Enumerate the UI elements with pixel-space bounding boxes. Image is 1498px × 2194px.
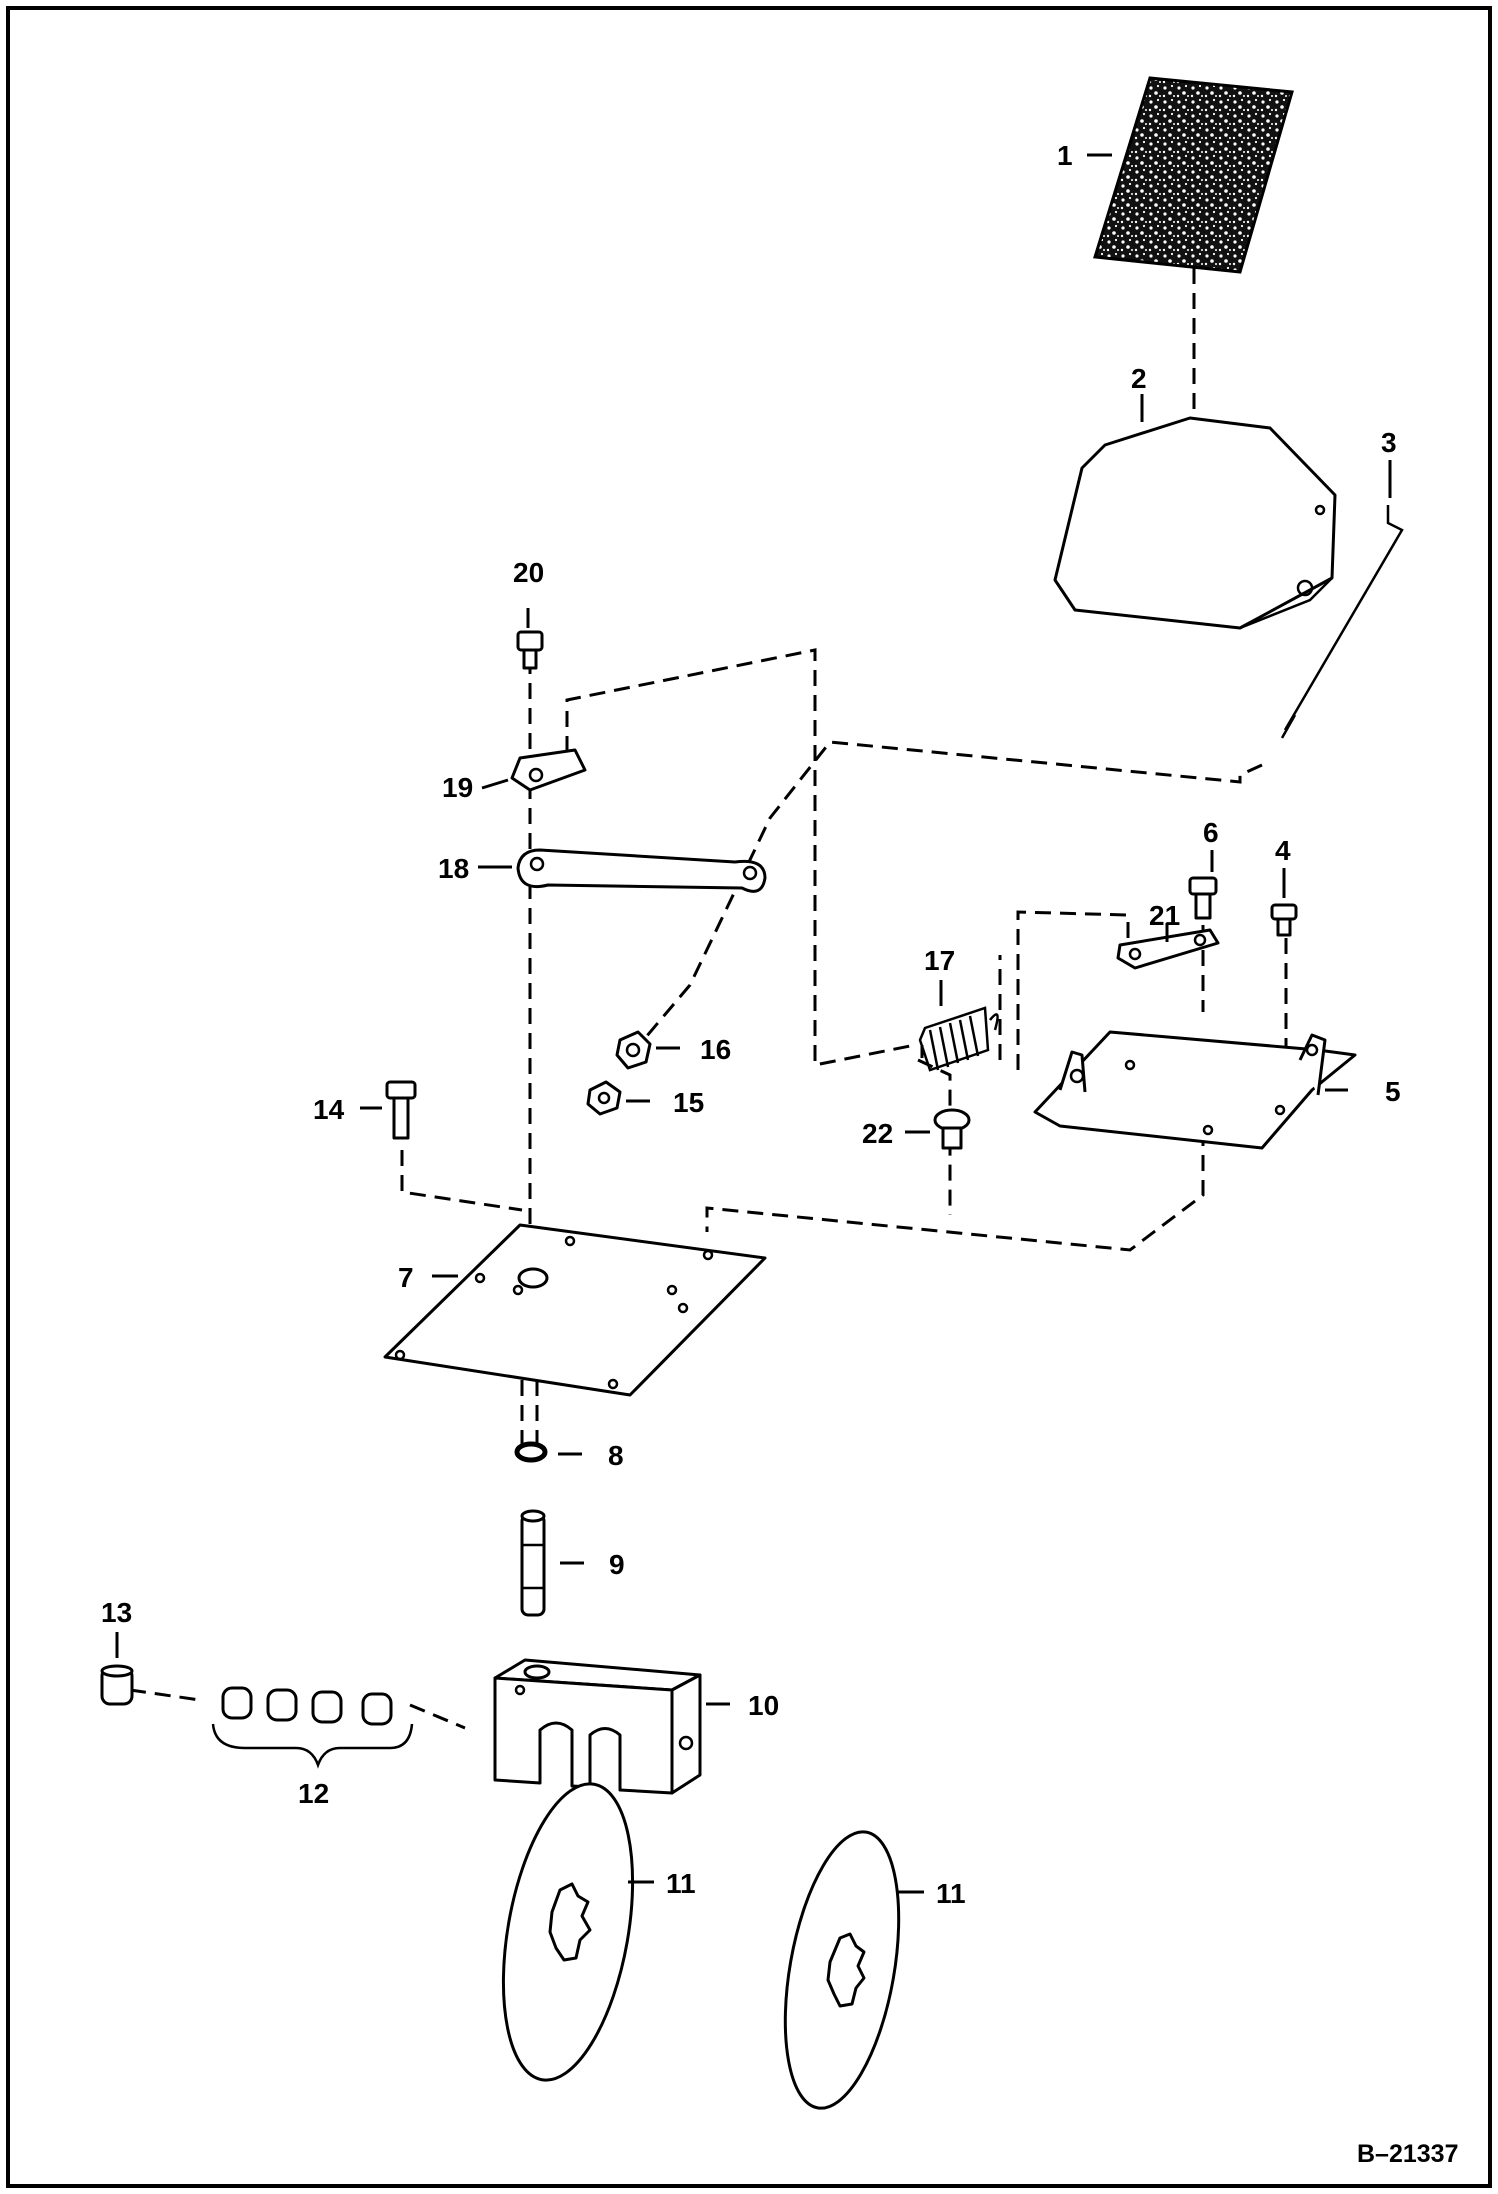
part-6-bolt [1188, 876, 1218, 920]
callout-17: 17 [924, 945, 955, 976]
callout-9: 9 [609, 1549, 625, 1580]
part-11-disc-right [783, 1830, 901, 2110]
callout-16: 16 [700, 1034, 731, 1065]
leader-lines [115, 153, 1392, 1894]
callout-10: 10 [748, 1690, 779, 1721]
part-7-base-plate [383, 1223, 767, 1397]
callout-11-left: 11 [666, 1868, 696, 1899]
callout-22: 22 [862, 1118, 893, 1149]
callouts: 1 2 3 4 5 6 7 8 9 10 11 11 12 13 14 15 1… [101, 140, 1401, 1909]
part-1-grit-pad [1093, 76, 1294, 274]
part-20-bolt [516, 630, 544, 670]
callout-1: 1 [1057, 140, 1073, 171]
callout-20: 20 [513, 557, 544, 588]
part-3-rod [1280, 505, 1404, 739]
callout-14: 14 [313, 1094, 345, 1125]
callout-2: 2 [1131, 363, 1147, 394]
callout-15: 15 [673, 1087, 704, 1118]
part-21-link [1116, 928, 1220, 970]
callout-3: 3 [1381, 427, 1397, 458]
callout-5: 5 [1385, 1076, 1401, 1107]
callout-12: 12 [298, 1778, 329, 1809]
callout-21: 21 [1149, 900, 1180, 931]
callout-4: 4 [1275, 835, 1291, 866]
callout-18: 18 [438, 853, 469, 884]
callout-7: 7 [398, 1262, 414, 1293]
callout-8: 8 [608, 1440, 624, 1471]
part-2-pedal-plate [1053, 416, 1337, 630]
part-18-lever-arm [516, 848, 767, 893]
part-14-bolt [385, 1080, 417, 1140]
part-4-bolt [1270, 903, 1298, 937]
part-11-disc-left [501, 1782, 635, 2082]
document-reference: B–21337 [1357, 2140, 1458, 2168]
part-13-bushing [100, 1664, 134, 1706]
part-16-nut [615, 1030, 652, 1070]
part-19-small-plate [510, 748, 587, 792]
part-9-spool [520, 1509, 546, 1617]
part-12-rollers [211, 1686, 414, 1769]
callout-19: 19 [442, 772, 473, 803]
callout-6: 6 [1203, 817, 1219, 848]
part-5-bracket-plate [1033, 1030, 1357, 1150]
part-8-o-ring [514, 1441, 548, 1463]
part-15-nut [586, 1080, 622, 1116]
callout-13: 13 [101, 1597, 132, 1628]
part-17-spring [918, 1006, 999, 1072]
part-22-plug [933, 1108, 971, 1150]
callout-11-right: 11 [936, 1878, 966, 1909]
part-10-valve-block [493, 1658, 702, 1795]
